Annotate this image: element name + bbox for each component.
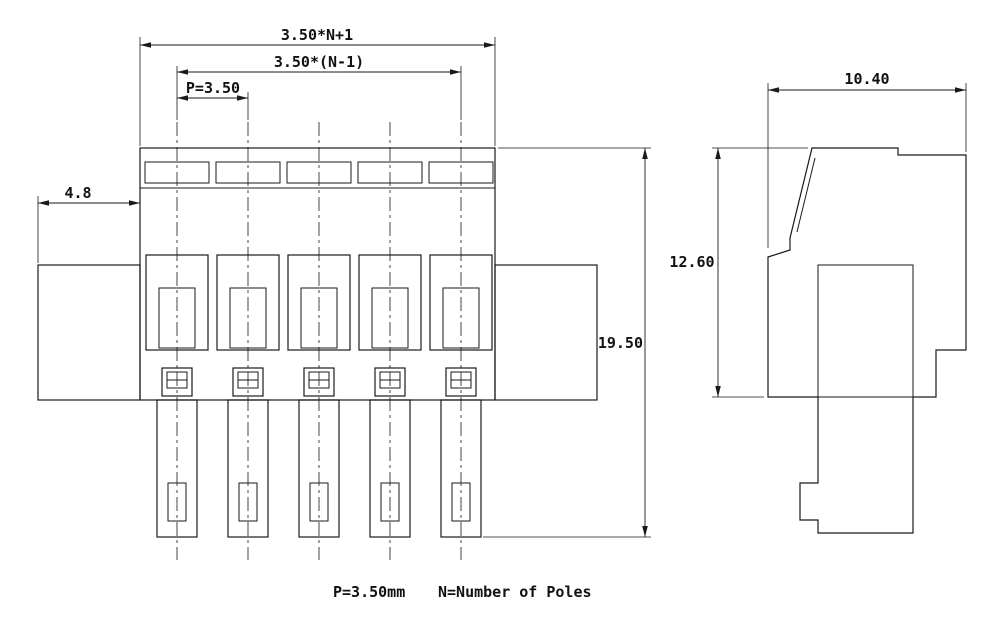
latch-inner-line [796,157,816,233]
side-view [767,147,967,534]
dim-overall-height-label: 19.50 [598,334,643,352]
left-flange [37,264,141,401]
footnote-poles: N=Number of Poles [438,583,592,601]
dim-side-width-label: 10.40 [844,70,889,88]
dim-pitch-label: P=3.50 [186,79,240,97]
footnote: P=3.50mm N=Number of Poles [333,583,592,601]
front-body-outline [139,147,496,401]
front-view [37,121,598,561]
side-profile-outline [767,147,967,534]
side-view-dimensions: 10.40 12.60 [669,70,967,398]
footnote-pitch: P=3.50mm [333,583,405,601]
front-view-dimensions: 3.50*N+1 3.50*(N-1) P=3.50 4.8 19.50 [37,26,651,538]
dim-total-width-label: 3.50*N+1 [281,26,353,44]
side-inner-chamber [817,264,914,398]
dim-poles-span-label: 3.50*(N-1) [274,53,364,71]
dim-flange-offset-label: 4.8 [64,184,91,202]
dim-side-height-label: 12.60 [669,253,714,271]
right-flange [494,264,598,401]
